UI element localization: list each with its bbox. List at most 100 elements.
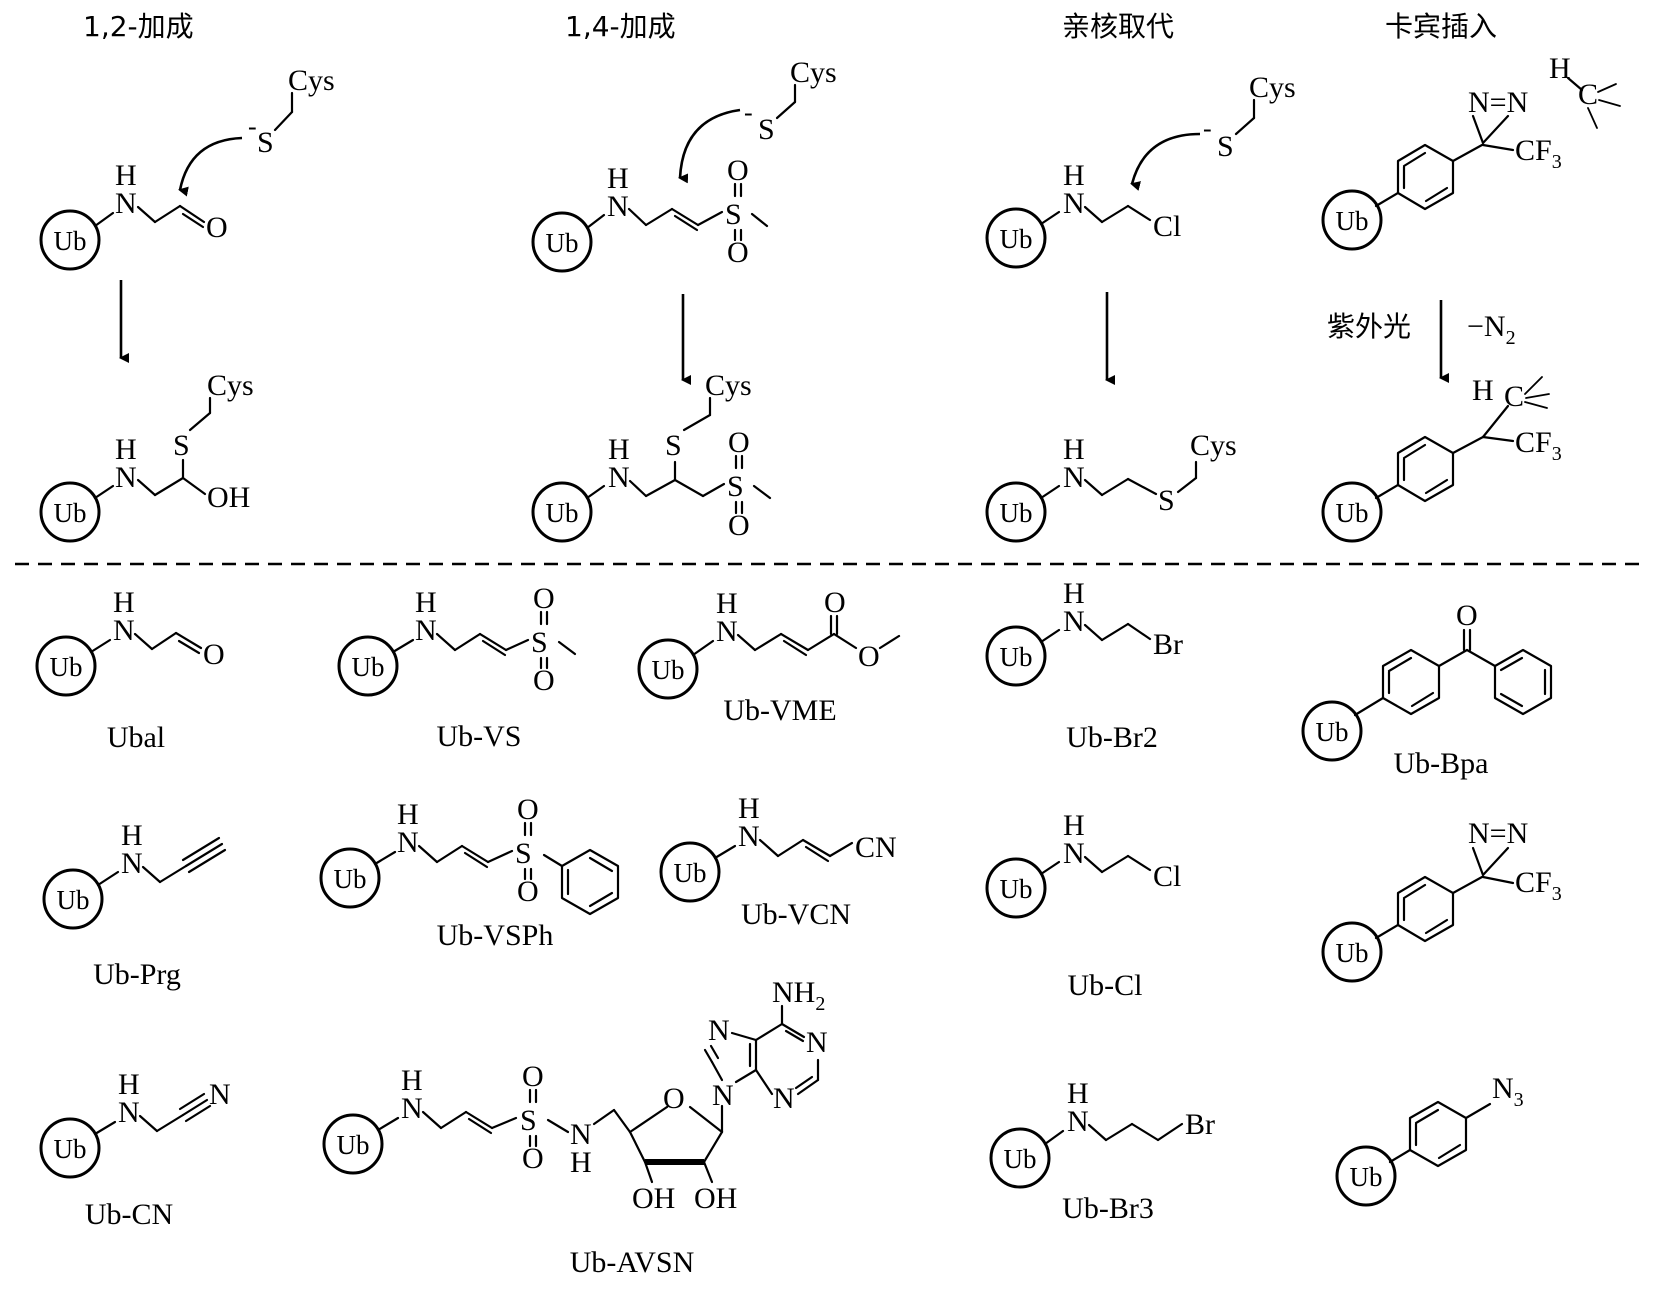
atom-h: H [1067, 1077, 1089, 1110]
atom-nn: N=N [1468, 817, 1528, 850]
ub-label: Ub [54, 498, 87, 528]
probe-diazirine: Ub N=N CF3 [1321, 817, 1562, 983]
atom-h: H [1063, 433, 1085, 466]
atom-s: S [1158, 484, 1175, 517]
atom-h: H [608, 433, 630, 466]
ub-label: Ub [54, 1134, 87, 1164]
atom-s: S [531, 626, 548, 659]
atom-o: O [1456, 599, 1478, 632]
atom-o: O [824, 586, 846, 619]
probe-ub-prg: Ub H N Ub-Prg [42, 819, 227, 991]
atom-n: N [773, 1082, 795, 1115]
probe-ub-vcn: Ub H N CN Ub-VCN [659, 792, 897, 931]
atom-n: N [738, 820, 760, 853]
cys-label: Cys [705, 369, 752, 402]
ub-label: Ub [54, 226, 87, 256]
atom-h: H [121, 819, 143, 852]
atom-h: H [1472, 374, 1494, 407]
thioether-sulfone-product: Ub H N S O O S Cys [531, 369, 772, 543]
ub-label: Ub [337, 1130, 370, 1160]
probe-ub-vme: Ub H N O O Ub-VME [637, 586, 901, 727]
atom-n: N [708, 1014, 730, 1047]
atom-s: S [758, 113, 775, 146]
atom-n: N [115, 461, 137, 494]
probe-name-ub-vcn: Ub-VCN [741, 898, 851, 931]
probe-name-ub-bpa: Ub-Bpa [1394, 747, 1489, 780]
atom-cl: Cl [1153, 210, 1181, 243]
atom-s: S [515, 837, 532, 870]
cysteine-thiolate-2: - S Cys [744, 56, 837, 146]
ub-label: Ub [1000, 498, 1033, 528]
atom-n: N [118, 1096, 140, 1129]
ub-label: Ub [57, 885, 90, 915]
ub-label: Ub [1336, 498, 1369, 528]
atom-h: H [1063, 159, 1085, 192]
ub-label: Ub [1316, 717, 1349, 747]
probe-name-ub-vsph: Ub-VSPh [437, 919, 554, 952]
atom-h: H [1063, 577, 1085, 610]
atom-oh: OH [694, 1182, 737, 1215]
ub-label: Ub [546, 498, 579, 528]
ub-label: Ub [1336, 206, 1369, 236]
atom-cf3: CF3 [1515, 426, 1562, 465]
negative-charge: - [1203, 114, 1212, 143]
probe-name-ub-vme: Ub-VME [723, 694, 836, 727]
header-14-addition: 1,4-加成 [565, 10, 676, 43]
atom-n: N [1063, 605, 1085, 638]
atom-h: H [738, 792, 760, 825]
header-12-addition: 1,2-加成 [83, 10, 194, 43]
atom-cf3: CF3 [1515, 866, 1562, 905]
nitrogen-loss-label: −N2 [1467, 310, 1516, 349]
atom-c: C [1504, 380, 1524, 413]
ub-label: Ub [1000, 874, 1033, 904]
cys-label: Cys [790, 56, 837, 89]
atom-o: O [522, 1142, 544, 1175]
atom-nh2: NH2 [772, 976, 825, 1015]
atom-n: N [415, 614, 437, 647]
atom-h: H [397, 798, 419, 831]
atom-s: S [1217, 130, 1234, 163]
atom-n: N [401, 1092, 423, 1125]
ub-label: Ub [1336, 938, 1369, 968]
atom-o: O [517, 793, 539, 826]
probe-name-ub-avsn: Ub-AVSN [570, 1246, 694, 1279]
negative-charge: - [248, 112, 257, 141]
header-nucleophilic-substitution: 亲核取代 [1062, 10, 1174, 43]
probe-ubal: Ub H N O Ubal [35, 586, 225, 754]
atom-s: S [257, 126, 274, 159]
probe-name-ub-br3: Ub-Br3 [1062, 1192, 1154, 1225]
attack-arrow-3 [1130, 132, 1201, 191]
probe-name-ub-br2: Ub-Br2 [1066, 721, 1158, 754]
atom-n3: N3 [1492, 1072, 1524, 1111]
atom-h: H [115, 159, 137, 192]
atom-n: N [716, 615, 738, 648]
atom-h: H [115, 433, 137, 466]
chloroethyl-reactant: Ub H N Cl [985, 159, 1181, 269]
atom-oh: OH [207, 481, 250, 514]
atom-n: N [1063, 837, 1085, 870]
probe-name-ub-cn: Ub-CN [85, 1198, 173, 1231]
probe-ub-bpa: Ub O Ub-Bpa [1301, 599, 1553, 780]
atom-n: N [712, 1079, 734, 1112]
atom-o: O [206, 211, 228, 244]
ub-label: Ub [1000, 642, 1033, 672]
ub-label: Ub [50, 652, 83, 682]
atom-h: H [113, 586, 135, 619]
probe-ub-vsph: Ub H N S O O Ub-VSPh [319, 793, 620, 952]
probe-ub-br2: Ub H N Br Ub-Br2 [985, 577, 1183, 754]
atom-n: N [209, 1078, 231, 1111]
atom-n: N [113, 614, 135, 647]
atom-cn: CN [855, 831, 897, 864]
cysteine-thiolate-1: - S Cys [248, 64, 335, 159]
atom-o: O [727, 154, 749, 187]
hemithioacetal-product: Ub H N OH S Cys [39, 369, 254, 543]
probe-ub-vs: Ub H N S O O Ub-VS [337, 582, 577, 753]
uv-light-label: 紫外光 [1327, 310, 1411, 343]
atom-s: S [727, 470, 744, 503]
atom-nn: N=N [1468, 86, 1528, 119]
atom-s: S [520, 1104, 537, 1137]
atom-n: N [115, 187, 137, 220]
atom-h: H [716, 587, 738, 620]
attack-arrow-1 [178, 136, 243, 197]
probe-name-ub-cl: Ub-Cl [1068, 969, 1143, 1002]
